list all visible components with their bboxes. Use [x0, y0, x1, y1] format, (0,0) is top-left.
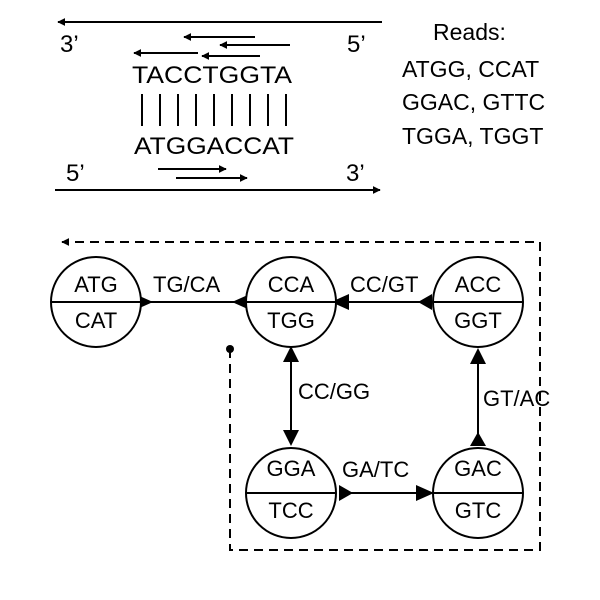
node-n2-bottom: TGG — [267, 308, 315, 333]
node-n5: GAC GTC — [432, 447, 524, 539]
top-strand-sequence: TACCTGGTA — [132, 62, 292, 89]
node-n3: ACC GGT — [432, 256, 524, 348]
dna-duplex: 3’ 5’ TACCTGGTA ATGGACCAT 5’ 3’ — [55, 18, 382, 194]
node-n1-top: ATG — [74, 272, 118, 297]
node-n4-bottom: TCC — [268, 498, 313, 523]
edge-e4-label: GA/TC — [342, 457, 409, 482]
top-5-prime-label: 5’ — [347, 31, 366, 58]
node-n5-top: GAC — [454, 456, 502, 481]
edge-e3-arrowhead-down — [283, 430, 299, 446]
reads-heading: Reads: — [433, 19, 506, 45]
node-n1-bottom: CAT — [75, 308, 117, 333]
edge-e5-label: GT/AC — [483, 386, 550, 411]
dashed-circuit-path — [61, 238, 541, 551]
edge-e3-label: CC/GG — [298, 379, 370, 404]
reads-line-2: GGAC, GTTC — [402, 89, 545, 115]
bottom-strand-sequence: ATGGACCAT — [134, 133, 294, 160]
edge-e2-arrowhead-2 — [418, 294, 432, 310]
edge-e5-arrowhead-up — [470, 348, 486, 364]
base-pair-bars — [141, 94, 287, 126]
edge-e4-arrowhead — [339, 485, 353, 501]
de-bruijn-graph: TG/CA CC/GT CC/GG GA/TC GT/AC ATG CAT CC… — [50, 238, 550, 551]
node-n4: GGA TCC — [245, 447, 337, 539]
edge-e2-arrowhead — [331, 294, 349, 310]
reads-list: Reads: ATGG, CCAT GGAC, GTTC TGGA, TGGT — [402, 19, 545, 149]
reads-line-3: TGGA, TGGT — [402, 123, 543, 149]
node-n1: ATG CAT — [50, 256, 142, 348]
edge-e5-arrowhead-base — [470, 432, 486, 446]
edge-e4-arrowhead-2 — [416, 485, 434, 501]
top-3-prime-label: 3’ — [60, 31, 79, 58]
edge-e1-label: TG/CA — [153, 272, 221, 297]
bottom-3-prime-label: 3’ — [346, 160, 365, 187]
reads-line-1: ATGG, CCAT — [402, 56, 539, 82]
edge-e2-label: CC/GT — [350, 272, 418, 297]
edge-e3-arrowhead-up — [283, 346, 299, 362]
node-n5-bottom: GTC — [455, 498, 502, 523]
node-n2-top: CCA — [268, 272, 315, 297]
node-n3-top: ACC — [455, 272, 502, 297]
node-n2: CCA TGG — [245, 256, 337, 348]
bottom-5-prime-label: 5’ — [66, 160, 85, 187]
circuit-start-dot — [226, 345, 234, 353]
node-n3-bottom: GGT — [454, 308, 502, 333]
node-n4-top: GGA — [267, 456, 316, 481]
